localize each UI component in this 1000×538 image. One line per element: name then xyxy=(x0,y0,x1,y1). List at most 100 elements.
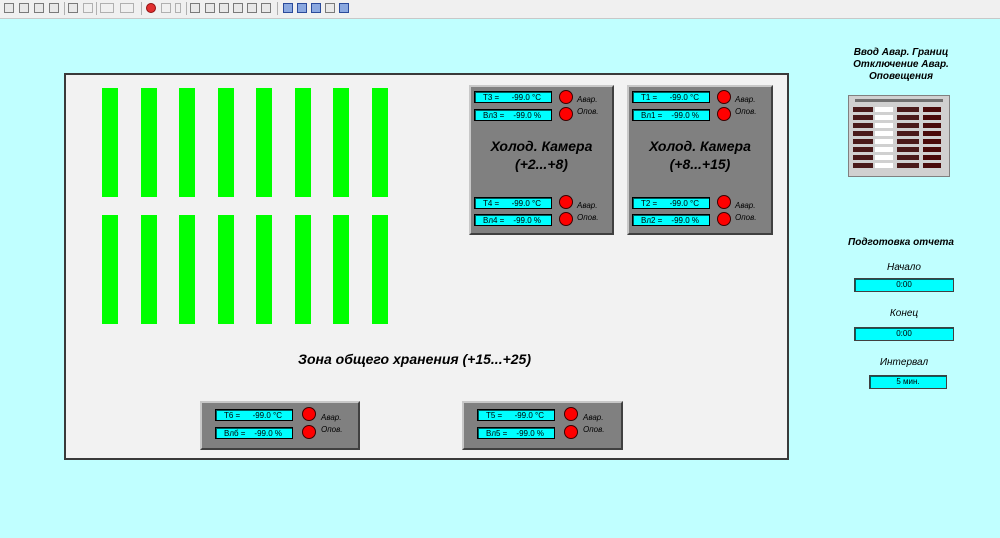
settings-icon[interactable] xyxy=(283,3,293,13)
pause-icon[interactable] xyxy=(161,3,171,13)
list-icon[interactable] xyxy=(311,3,321,13)
storage-rack xyxy=(372,215,388,324)
storage-rack xyxy=(333,88,349,197)
storage-rack xyxy=(295,88,311,197)
forward-arrow-icon[interactable] xyxy=(120,3,134,13)
chart-icon[interactable] xyxy=(49,3,59,13)
alarm-label: Авар. xyxy=(583,413,604,422)
temp-readout: T5 = -99.0 °C xyxy=(477,409,555,421)
notify-lamp xyxy=(559,107,573,121)
home-icon[interactable] xyxy=(68,3,78,13)
back-arrow-icon[interactable] xyxy=(100,3,114,13)
open-icon[interactable] xyxy=(4,3,14,13)
alarm-label: Авар. xyxy=(577,201,598,210)
screen-icon[interactable] xyxy=(233,3,243,13)
notify-label: Опов. xyxy=(577,213,599,222)
storage-rack xyxy=(218,215,234,324)
toolbar-separator xyxy=(141,2,142,15)
notify-label: Опов. xyxy=(735,213,757,222)
grid-icon[interactable] xyxy=(339,3,349,13)
temp-readout: T4 = -99.0 °C xyxy=(474,197,552,209)
sensor-panel-6[interactable]: T6 = -99.0 °C Влб = -99.0 % Авар. Опов. xyxy=(200,401,360,450)
notify-label: Опов. xyxy=(583,425,605,434)
toolbar-separator xyxy=(64,2,65,15)
alarm-limits-link[interactable]: Ввод Авар. Границ Отключение Авар. Опове… xyxy=(838,47,964,83)
alarm-label: Авар. xyxy=(577,95,598,104)
room-title: Холод. Камера xyxy=(490,138,593,154)
cursor-icon[interactable] xyxy=(83,3,93,13)
humidity-readout: Вл4 = -99.0 % xyxy=(474,214,552,226)
notify-lamp xyxy=(564,425,578,439)
storage-rack xyxy=(333,215,349,324)
thumbnail-header xyxy=(855,99,943,102)
frame-icon[interactable] xyxy=(175,3,181,13)
print-icon[interactable] xyxy=(19,3,29,13)
thumbnail-row xyxy=(853,115,945,120)
trend-icon[interactable] xyxy=(205,3,215,13)
humidity-readout: Вл1 = -99.0 % xyxy=(632,109,710,121)
thumbnail-row xyxy=(853,163,945,168)
cold-chamber-1[interactable]: T3 = -99.0 °C Вл3 = -99.0 % Авар. Опов. … xyxy=(469,85,614,235)
storage-rack xyxy=(141,88,157,197)
notify-lamp xyxy=(717,212,731,226)
window-icon[interactable] xyxy=(190,3,200,13)
end-time-field[interactable]: 0:00 xyxy=(854,327,954,341)
toolbar xyxy=(0,0,1000,19)
alarm-settings-thumbnail[interactable] xyxy=(848,95,950,177)
temp-readout: T3 = -99.0 °C xyxy=(474,91,552,103)
end-label: Конец xyxy=(889,308,919,319)
alarm-lamp xyxy=(564,407,578,421)
toolbar-separator xyxy=(96,2,97,15)
storage-rack xyxy=(372,88,388,197)
blank-icon[interactable] xyxy=(247,3,257,13)
report-icon[interactable] xyxy=(261,3,271,13)
monitor-icon[interactable] xyxy=(325,3,335,13)
room-range: (+8...+15) xyxy=(669,156,731,172)
alarm-lamp xyxy=(717,195,731,209)
cold-chamber-2[interactable]: T1 = -99.0 °C Вл1 = -99.0 % Авар. Опов. … xyxy=(627,85,773,235)
alarm-lamp xyxy=(559,195,573,209)
storage-rack xyxy=(295,215,311,324)
interval-field[interactable]: 5 мин. xyxy=(869,375,947,389)
storage-rack xyxy=(102,88,118,197)
alarm-icon[interactable] xyxy=(219,3,229,13)
start-label: Начало xyxy=(887,262,921,273)
notify-label: Опов. xyxy=(321,425,343,434)
thumbnail-row xyxy=(853,131,945,136)
save-icon[interactable] xyxy=(34,3,44,13)
alarm-limits-line2: Отключение Авар. xyxy=(853,59,949,70)
humidity-readout: Вл2 = -99.0 % xyxy=(632,214,710,226)
table-icon[interactable] xyxy=(297,3,307,13)
floor-plan: Зона общего хранения (+15...+25) T3 = -9… xyxy=(64,73,789,460)
notify-lamp xyxy=(717,107,731,121)
storage-rack xyxy=(141,215,157,324)
toolbar-separator xyxy=(277,2,278,15)
room-title: Холод. Камера xyxy=(649,138,751,154)
start-time-field[interactable]: 0:00 xyxy=(854,278,954,292)
room-range: (+2...+8) xyxy=(515,156,568,172)
thumbnail-row xyxy=(853,123,945,128)
alarm-label: Авар. xyxy=(735,95,756,104)
sensor-panel-5[interactable]: T5 = -99.0 °C Вл5 = -99.0 % Авар. Опов. xyxy=(462,401,623,450)
zone-label: Зона общего хранения (+15...+25) xyxy=(298,351,531,367)
notify-label: Опов. xyxy=(735,107,757,116)
alarm-limits-line3: Оповещения xyxy=(868,71,934,82)
stop-icon[interactable] xyxy=(146,3,156,13)
alarm-label: Авар. xyxy=(321,413,342,422)
thumbnail-row xyxy=(853,107,945,112)
alarm-lamp xyxy=(302,407,316,421)
report-title: Подготовка отчета xyxy=(848,237,954,248)
humidity-readout: Вл5 = -99.0 % xyxy=(477,427,555,439)
thumbnail-row xyxy=(853,155,945,160)
notify-lamp xyxy=(302,425,316,439)
thumbnail-row xyxy=(853,147,945,152)
alarm-limits-line1: Ввод Авар. Границ xyxy=(853,47,949,58)
storage-rack xyxy=(218,88,234,197)
alarm-lamp xyxy=(559,90,573,104)
temp-readout: T1 = -99.0 °C xyxy=(632,91,710,103)
storage-rack xyxy=(179,215,195,324)
notify-label: Опов. xyxy=(577,107,599,116)
storage-rack xyxy=(256,215,272,324)
toolbar-separator xyxy=(186,2,187,15)
storage-rack xyxy=(256,88,272,197)
